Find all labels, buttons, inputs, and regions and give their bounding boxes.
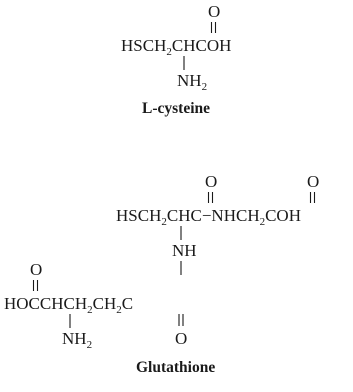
cysteine-structure: O HSCH2CHCOH NH2 L-cysteine <box>121 2 231 117</box>
cysteine-carbonyl-oxygen: O <box>208 2 220 21</box>
glutathione-cys-carbonyl-oxygen: O <box>205 172 217 191</box>
glutathione-bottom-chain: HOCCHCH2CH2C <box>4 294 133 316</box>
cysteine-amine-group: NH2 <box>177 71 207 93</box>
glutathione-gly-carbonyl-oxygen: O <box>307 172 319 191</box>
glutathione-bottom-carbonyl-oxygen: O <box>175 329 187 348</box>
glutathione-amine-group: NH2 <box>62 329 92 351</box>
glutathione-amide-nh: NH <box>172 241 197 260</box>
glutathione-structure: O O HSCH2CHC−NHCH2COH NH O HOCCHCH2CH2C … <box>4 172 319 376</box>
glutathione-top-chain: HSCH2CHC−NHCH2COH <box>116 206 301 228</box>
cysteine-main-chain: HSCH2CHCOH <box>121 36 231 58</box>
cysteine-caption: L-cysteine <box>142 100 210 117</box>
glutathione-caption: Glutathione <box>136 359 215 376</box>
glutathione-glu-carbonyl-oxygen: O <box>30 260 42 279</box>
